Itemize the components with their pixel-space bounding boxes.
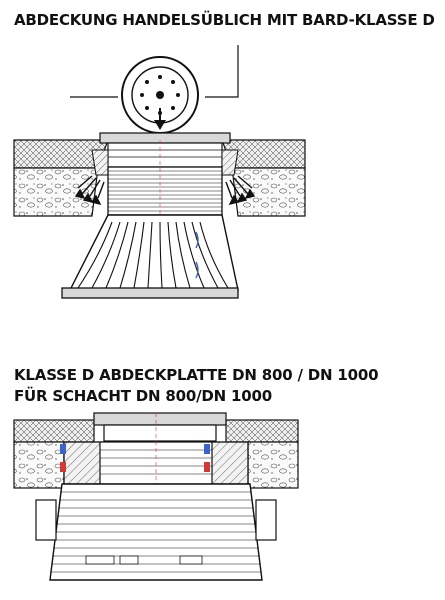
road-surface: [13, 139, 306, 217]
cover-slab: [60, 412, 249, 580]
figure-2-title-line-2: FÜR SCHACHT DN 800/DN 1000: [14, 387, 272, 405]
leader-line: [205, 45, 239, 98]
figure-1-drawing: [13, 45, 306, 300]
shaft-neck: [107, 140, 223, 300]
cover-frame: [91, 132, 239, 176]
shaft-body: [35, 483, 277, 581]
road-surface-2: [13, 419, 299, 489]
shaft-cone: [61, 214, 239, 299]
anchor-arrows-right: [225, 175, 256, 206]
figure-1-title: ABDECKUNG HANDELSÜBLICH MIT BARD-KLASSE …: [14, 11, 435, 29]
manhole-cover-icon: [121, 56, 199, 134]
figure-2-title-line-1: KLASSE D ABDECKPLATTE DN 800 / DN 1000: [14, 366, 379, 384]
anchor-arrows-left: [74, 175, 105, 206]
